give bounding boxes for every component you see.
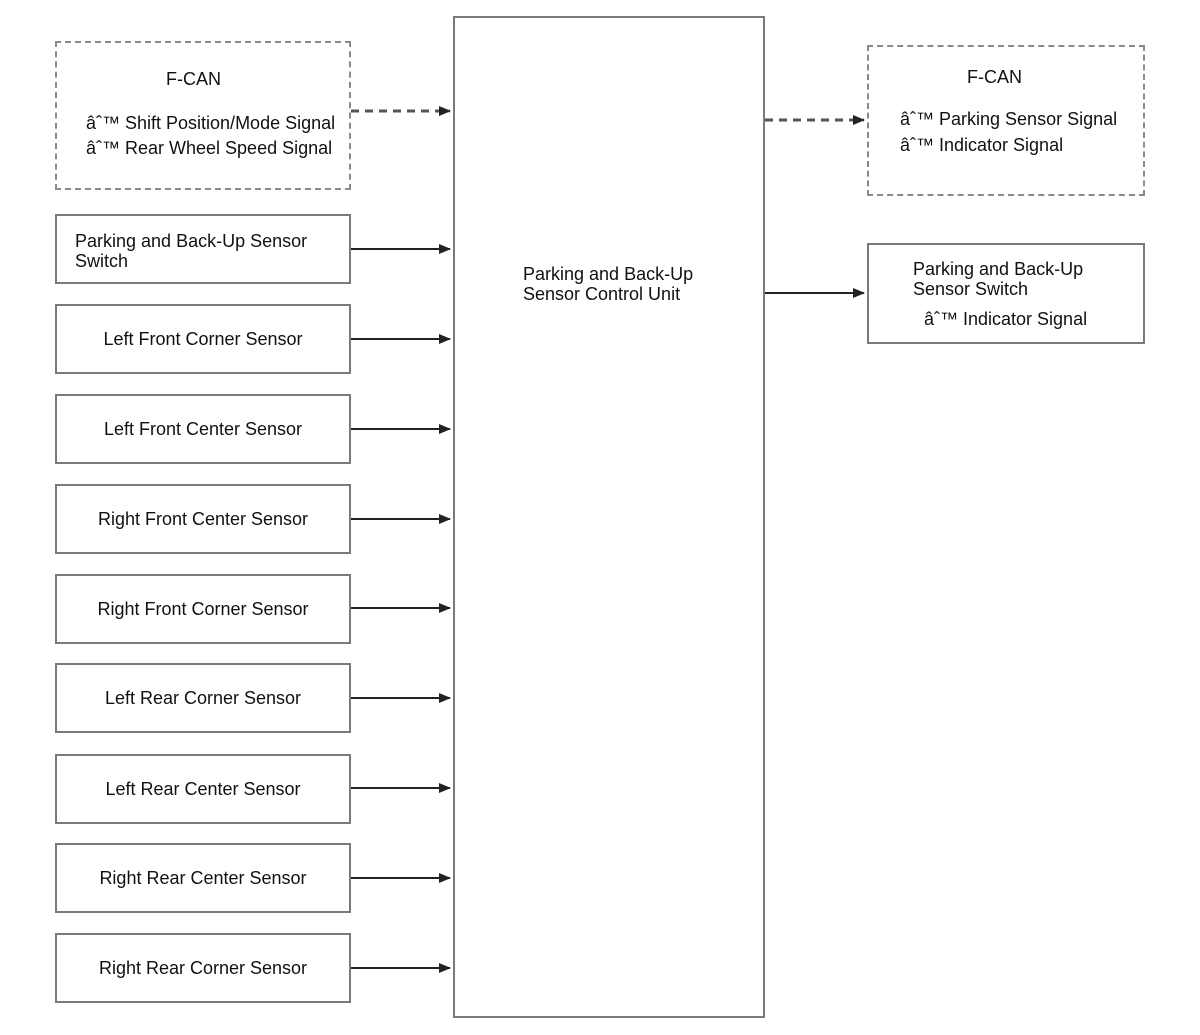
sensor-switch-input-label: Parking and Back-Up Sensor Switch [75,231,308,271]
control-unit-label: Parking and Back-Up Sensor Control Unit [523,264,694,304]
sensor-switch-output-label: Parking and Back-Up Sensor Switch [913,259,1084,299]
sensor-box-left-rear-corner: Left Rear Corner Sensor [55,663,351,733]
fcan-output-title: F-CAN [967,67,1022,87]
fcan-output-signal-parking: âˆ™ Parking Sensor Signal [900,109,1118,129]
sensor-label-right-front-corner: Right Front Corner Sensor [97,599,309,619]
sensor-box-left-front-corner: Left Front Corner Sensor [55,304,351,374]
sensor-box-right-front-center: Right Front Center Sensor [55,484,351,554]
fcan-input-signal-wheel-speed: âˆ™ Rear Wheel Speed Signal [86,138,333,158]
sensor-switch-output-box: Parking and Back-Up Sensor Switch âˆ™ In… [867,243,1145,344]
sensor-switch-output-signal: âˆ™ Indicator Signal [924,309,1088,329]
fcan-output-box: F-CAN âˆ™ Parking Sensor Signal âˆ™ Indi… [867,45,1145,196]
sensor-label-right-rear-center: Right Rear Center Sensor [99,868,307,888]
sensor-label-left-front-center: Left Front Center Sensor [103,419,303,439]
sensor-label-left-rear-corner: Left Rear Corner Sensor [104,688,302,708]
sensor-box-right-rear-corner: Right Rear Corner Sensor [55,933,351,1003]
sensor-label-left-rear-center: Left Rear Center Sensor [105,779,301,799]
fcan-input-box: F-CAN âˆ™ Shift Position/Mode Signal âˆ™… [55,41,351,190]
sensor-label-left-front-corner: Left Front Corner Sensor [103,329,303,349]
sensor-switch-input-box: Parking and Back-Up Sensor Switch [55,214,351,284]
sensor-box-right-front-corner: Right Front Corner Sensor [55,574,351,644]
sensor-label-right-front-center: Right Front Center Sensor [97,509,309,529]
sensor-box-left-front-center: Left Front Center Sensor [55,394,351,464]
sensor-box-left-rear-center: Left Rear Center Sensor [55,754,351,824]
sensor-label-right-rear-corner: Right Rear Corner Sensor [98,958,308,978]
fcan-input-signal-shift: âˆ™ Shift Position/Mode Signal [86,113,336,133]
control-unit-box: Parking and Back-Up Sensor Control Unit [453,16,765,1018]
fcan-input-title: F-CAN [166,69,221,89]
sensor-box-right-rear-center: Right Rear Center Sensor [55,843,351,913]
fcan-output-signal-indicator: âˆ™ Indicator Signal [900,135,1064,155]
